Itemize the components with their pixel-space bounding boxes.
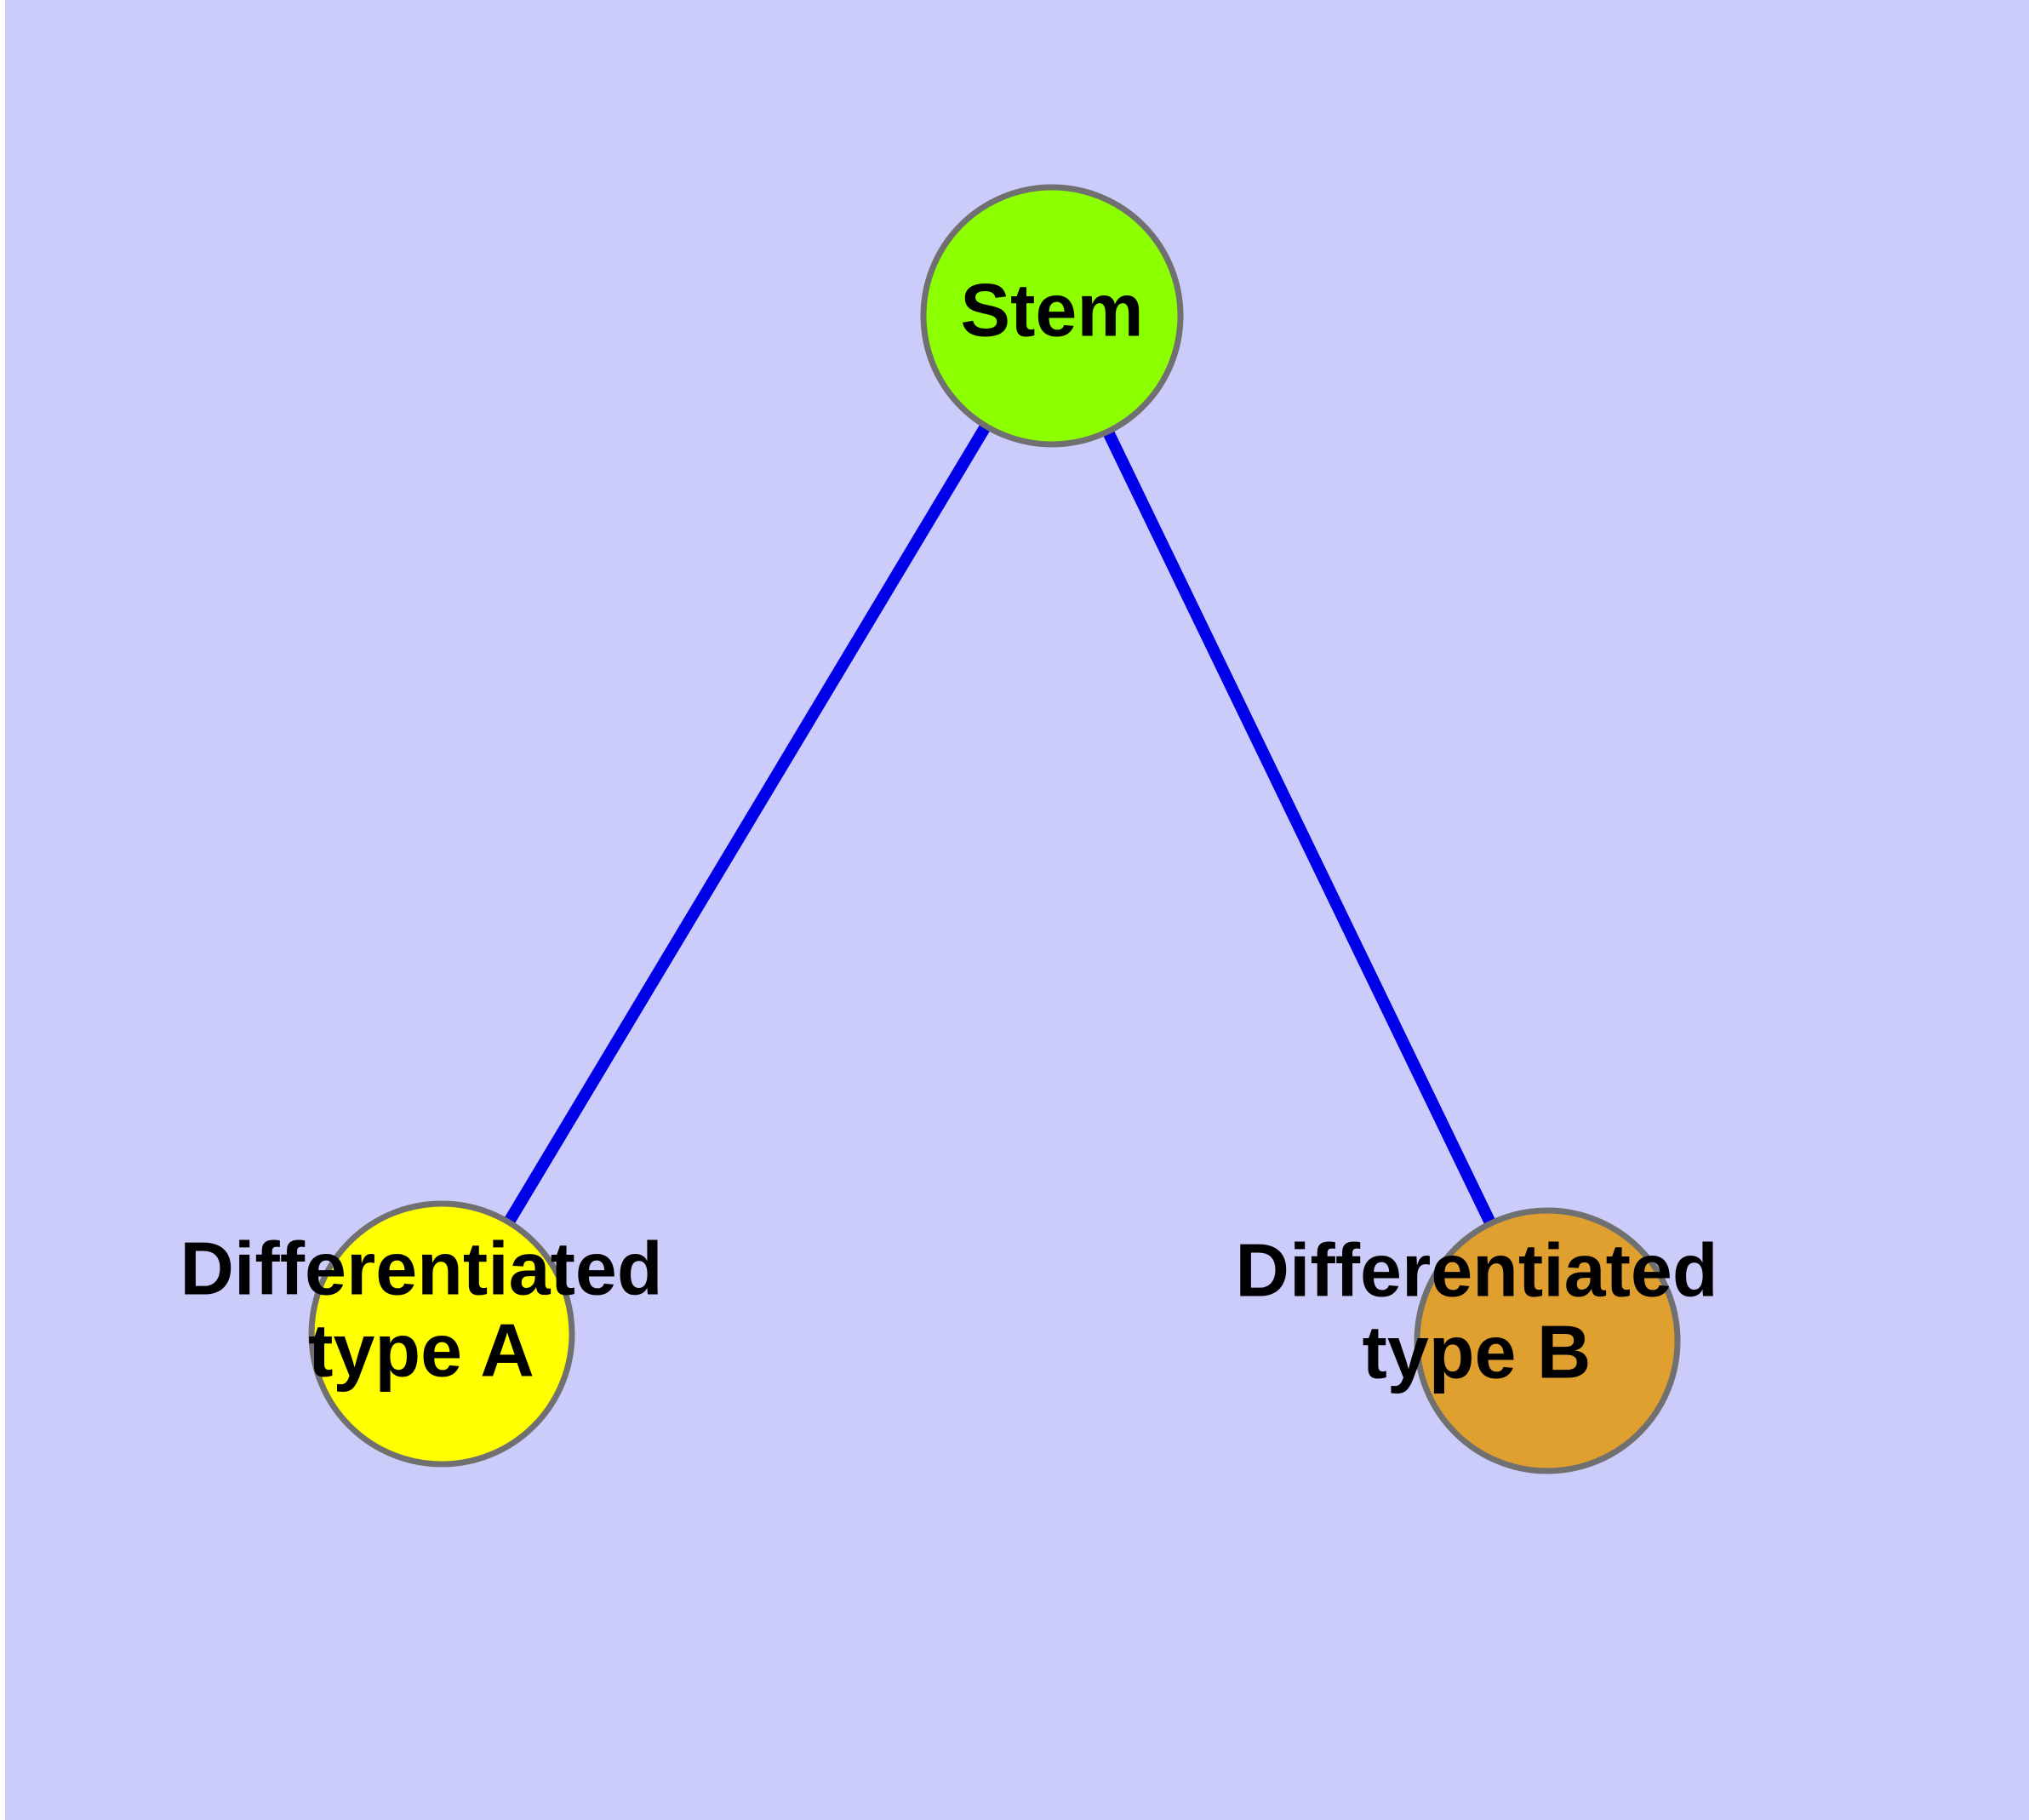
- node-circle-diff_b[interactable]: [1414, 1207, 1681, 1474]
- node-label-stem-line-1: Stem: [960, 267, 1143, 352]
- node-label-diff_a-line-2: type A: [308, 1308, 534, 1392]
- graph-edge-stem-to-b: [1046, 312, 1553, 1344]
- node-circle-diff_a[interactable]: [308, 1200, 575, 1468]
- node-label-diff_a-line-1: Differentiated: [180, 1226, 662, 1310]
- graph-node-stem[interactable]: Stem: [920, 184, 1184, 448]
- node-label-diff_b-line-1: Differentiated: [1235, 1228, 1718, 1312]
- node-circle-stem[interactable]: [920, 184, 1184, 448]
- node-label-diff_b-line-2: type B: [1363, 1309, 1592, 1394]
- graph-edge-stem-to-a: [436, 312, 1058, 1337]
- edges-layer: [436, 312, 1553, 1344]
